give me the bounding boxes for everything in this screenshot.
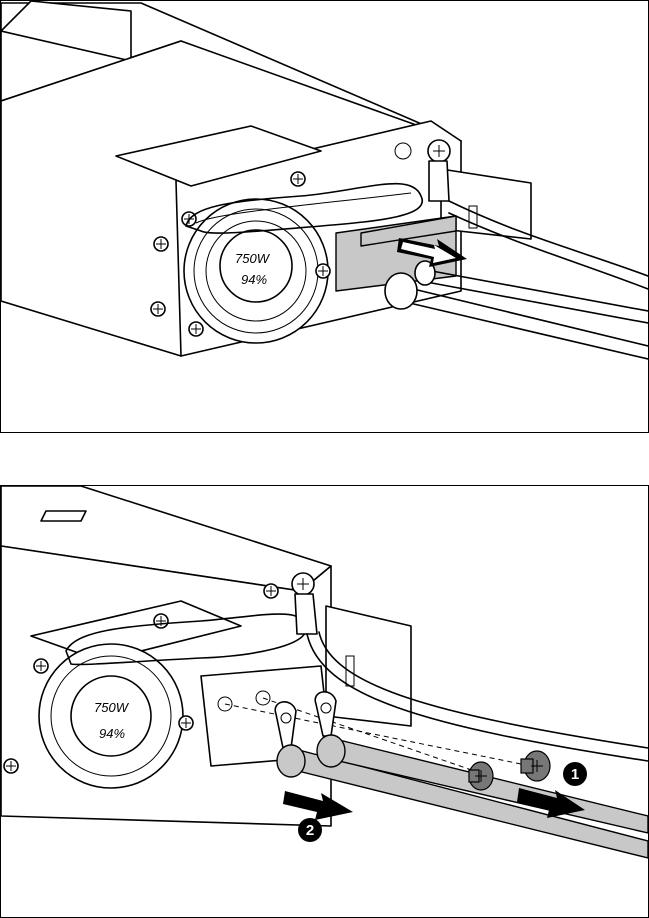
screw-icon bbox=[264, 584, 278, 598]
screw-icon bbox=[316, 264, 330, 278]
screw-icon bbox=[151, 302, 165, 316]
power-cable-edge bbox=[401, 301, 648, 359]
psu-terminal-removal-drawing: 750W 94% bbox=[1, 486, 648, 917]
screw-icon bbox=[521, 751, 550, 781]
screw-icon bbox=[154, 237, 168, 251]
psu-connector-removal-drawing: 750W 94% bbox=[1, 1, 648, 432]
step-1-callout: 1 bbox=[563, 762, 587, 786]
fan-rating-label: 750W bbox=[94, 700, 130, 715]
screw-icon bbox=[179, 716, 193, 730]
screw-icon bbox=[34, 659, 48, 673]
screw-icon bbox=[189, 322, 203, 336]
screw-icon bbox=[4, 759, 18, 773]
ground-lug-icon bbox=[428, 140, 450, 201]
fan-efficiency-label: 94% bbox=[241, 272, 267, 287]
illustration-panel-2: 750W 94% bbox=[0, 485, 649, 918]
cable-ferrule bbox=[277, 745, 305, 777]
fan-rating-label: 750W bbox=[235, 251, 271, 266]
step-2-callout: 2 bbox=[298, 818, 322, 842]
step-2-number: 2 bbox=[306, 822, 314, 839]
illustration-panel-1: 750W 94% bbox=[0, 0, 649, 433]
screw-icon bbox=[291, 172, 305, 186]
screw-icon bbox=[469, 762, 493, 790]
power-cable-edge bbox=[421, 281, 648, 323]
cable-ferrule bbox=[385, 273, 417, 309]
fan-efficiency-label: 94% bbox=[99, 726, 125, 741]
fan-icon bbox=[39, 644, 183, 788]
ground-lug-icon bbox=[292, 573, 317, 634]
step-1-number: 1 bbox=[571, 766, 579, 783]
screw-icon bbox=[154, 614, 168, 628]
cable-ferrule bbox=[317, 735, 345, 767]
terminal-block bbox=[201, 666, 331, 766]
fan-icon bbox=[184, 199, 328, 343]
